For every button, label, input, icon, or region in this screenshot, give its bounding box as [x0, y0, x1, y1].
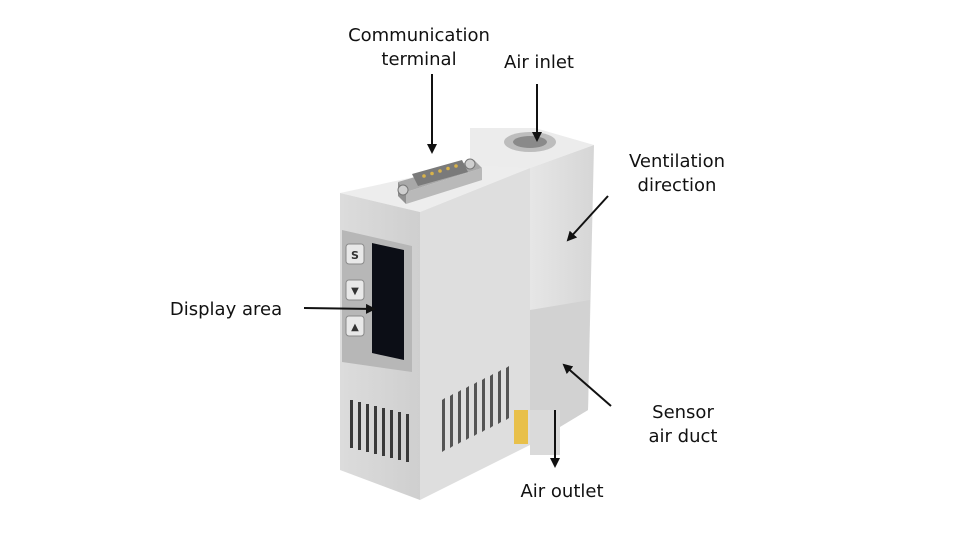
- label-air-inlet: Air inlet: [504, 52, 574, 73]
- air-inlet-hole: [513, 136, 547, 148]
- duct-housing-lower: [530, 300, 590, 445]
- arrow-sensor-air-duct: [562, 363, 612, 407]
- label-sensor-air-duct: Sensor air duct: [628, 401, 738, 449]
- label-ventilation-direction-line1: Ventilation: [629, 151, 725, 172]
- label-ventilation-direction-line2: direction: [637, 175, 717, 196]
- display-screen: [372, 243, 404, 360]
- main-housing-side: [420, 168, 530, 500]
- label-communication-terminal: Communication terminal: [343, 24, 495, 72]
- label-communication-terminal-line2: terminal: [381, 49, 457, 70]
- arrow-display-area: [303, 303, 376, 314]
- label-sensor-air-duct-line1: Sensor: [652, 402, 714, 423]
- label-display-area: Display area: [169, 299, 283, 320]
- button-down-label: ▼: [351, 286, 359, 297]
- button-s-label: S: [351, 249, 359, 262]
- button-up[interactable]: ▲: [345, 315, 365, 337]
- vent-slots-front: [350, 400, 409, 462]
- communication-connector: [397, 158, 482, 204]
- annotation-arrows: [303, 74, 612, 468]
- vent-slots-side: [442, 366, 509, 452]
- label-communication-terminal-line1: Communication: [348, 25, 490, 46]
- yellow-label: [514, 410, 528, 444]
- label-ventilation-direction: Ventilation direction: [622, 150, 732, 198]
- button-s[interactable]: S: [345, 243, 365, 265]
- label-air-outlet: Air outlet: [520, 481, 604, 502]
- label-sensor-air-duct-line2: air duct: [648, 426, 718, 447]
- arrow-ventilation-direction: [566, 195, 609, 242]
- button-up-label: ▲: [351, 322, 359, 333]
- device: S ▼ ▲: [340, 128, 594, 500]
- button-down[interactable]: ▼: [345, 279, 365, 301]
